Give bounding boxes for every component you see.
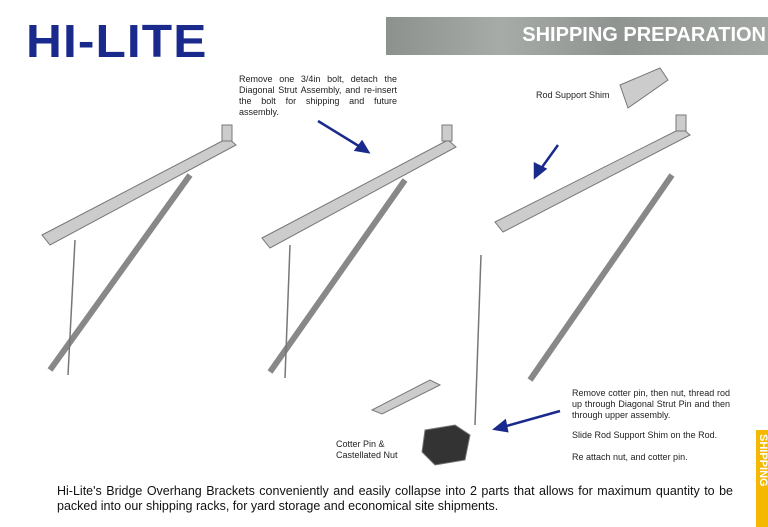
step-1-text: Remove cotter pin, then nut, thread rod …	[572, 388, 730, 420]
remove-bolt-callout: Remove one 3/4in bolt, detach the Diagon…	[239, 74, 397, 117]
castellated-nut	[421, 424, 471, 466]
side-tab[interactable]: SHIPPING	[756, 430, 768, 527]
section-banner: SHIPPING PREPARATION	[386, 17, 768, 55]
rod-support-shim	[619, 67, 669, 109]
hi-lite-logo: HI-LITE	[26, 15, 208, 67]
side-tab-label: SHIPPING	[757, 434, 768, 487]
cotter-pin-label: Cotter Pin & Castellated Nut	[336, 439, 398, 460]
banner-title: SHIPPING PREPARATION	[522, 24, 766, 46]
bracket-collapsed	[474, 67, 691, 426]
cotter-pin	[370, 379, 442, 415]
step-2-text: Slide Rod Support Shim on the Rod.	[572, 430, 718, 440]
footer-description: Hi-Lite's Bridge Overhang Brackets conve…	[57, 484, 733, 513]
step-3-text: Re attach nut, and cotter pin.	[572, 452, 688, 462]
bracket-assembled-2	[261, 124, 457, 379]
rod-shim-label: Rod Support Shim	[536, 90, 610, 100]
bracket-assembled-1	[41, 124, 237, 376]
